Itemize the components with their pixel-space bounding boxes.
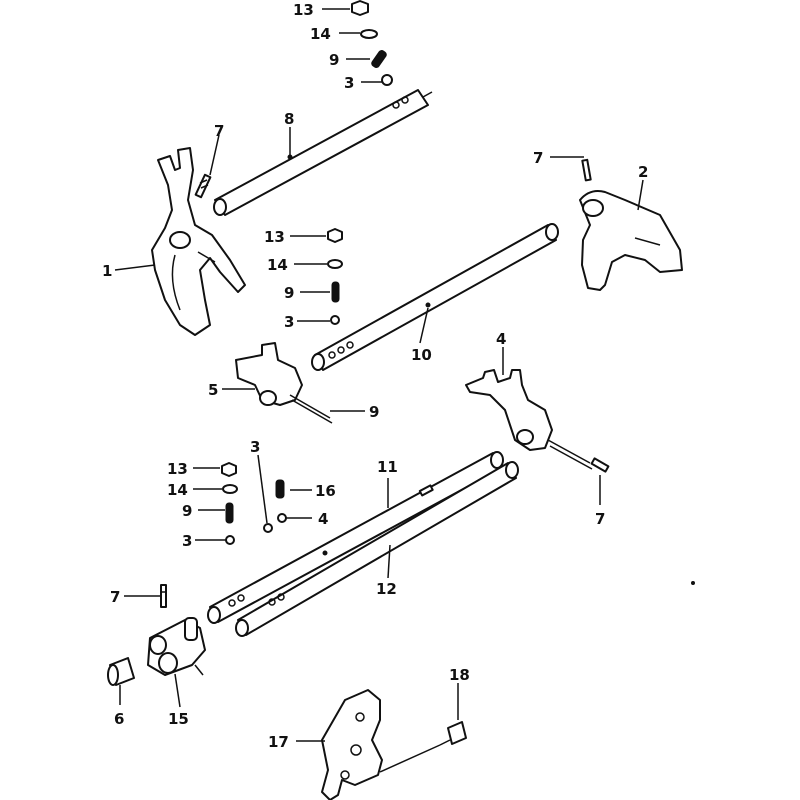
washer-part-14-top xyxy=(360,29,378,39)
top-detent-stack xyxy=(351,0,393,86)
callout-8: 8 xyxy=(284,110,294,128)
stray-mark xyxy=(691,581,695,585)
callout-5: 5 xyxy=(208,381,218,399)
callout-9-block: 9 xyxy=(369,403,379,421)
ball-part-3-top xyxy=(381,74,393,86)
leader-lines xyxy=(114,8,644,742)
callout-7-upper-right: 7 xyxy=(533,149,543,167)
shaft-part-12 xyxy=(235,461,519,637)
callout-4-lower: 4 xyxy=(318,510,328,528)
callout-14-middle: 14 xyxy=(267,256,288,274)
callout-16: 16 xyxy=(315,482,336,500)
callout-14-lower: 14 xyxy=(167,481,188,499)
pin-part-7-lower-left xyxy=(160,584,167,608)
callout-13-lower: 13 xyxy=(167,460,188,478)
callout-18: 18 xyxy=(449,666,470,684)
callout-9-middle: 9 xyxy=(284,284,294,302)
shift-block-part-5 xyxy=(235,342,333,424)
callout-labels: 13 14 9 3 8 7 1 7 2 13 14 9 3 10 5 9 4 7… xyxy=(102,1,648,751)
lower-detent-stack xyxy=(221,462,287,545)
bracket-part-17 xyxy=(321,689,383,800)
callout-9-top: 9 xyxy=(329,51,339,69)
shift-fork-part-1 xyxy=(151,147,246,336)
shaft-part-11 xyxy=(207,451,504,624)
spring-part-9-top xyxy=(371,50,387,68)
bolt-part-18 xyxy=(379,721,467,773)
callout-3-lower-left: 3 xyxy=(182,532,192,550)
callout-7-lower-left: 7 xyxy=(110,588,120,606)
callout-3-top: 3 xyxy=(344,74,354,92)
callout-13-top: 13 xyxy=(293,1,314,19)
callout-2: 2 xyxy=(638,163,648,181)
callout-9-lower: 9 xyxy=(182,502,192,520)
callout-3-middle: 3 xyxy=(284,313,294,331)
pin-part-7-upper-left xyxy=(194,173,212,199)
callout-7-right: 7 xyxy=(595,510,605,528)
callout-4-fork: 4 xyxy=(496,330,506,348)
callout-11: 11 xyxy=(377,458,398,476)
callout-10: 10 xyxy=(411,346,432,364)
callout-13-middle: 13 xyxy=(264,228,285,246)
shift-fork-part-4 xyxy=(465,369,610,473)
shift-fork-part-2 xyxy=(579,158,683,291)
callout-14-top: 14 xyxy=(310,25,331,43)
callout-17: 17 xyxy=(268,733,289,751)
callout-6: 6 xyxy=(114,710,124,728)
callout-1: 1 xyxy=(102,262,112,280)
shaft-part-10 xyxy=(311,223,559,371)
nut-part-13-top xyxy=(351,0,369,16)
shift-block-part-15 xyxy=(147,617,206,676)
middle-detent-stack xyxy=(327,228,343,325)
callout-3-lower-center: 3 xyxy=(250,438,260,456)
callout-7-upper-left: 7 xyxy=(214,122,224,140)
callout-12: 12 xyxy=(376,580,397,598)
callout-15: 15 xyxy=(168,710,189,728)
cap-part-6 xyxy=(107,657,135,686)
shaft-part-8 xyxy=(213,89,433,216)
